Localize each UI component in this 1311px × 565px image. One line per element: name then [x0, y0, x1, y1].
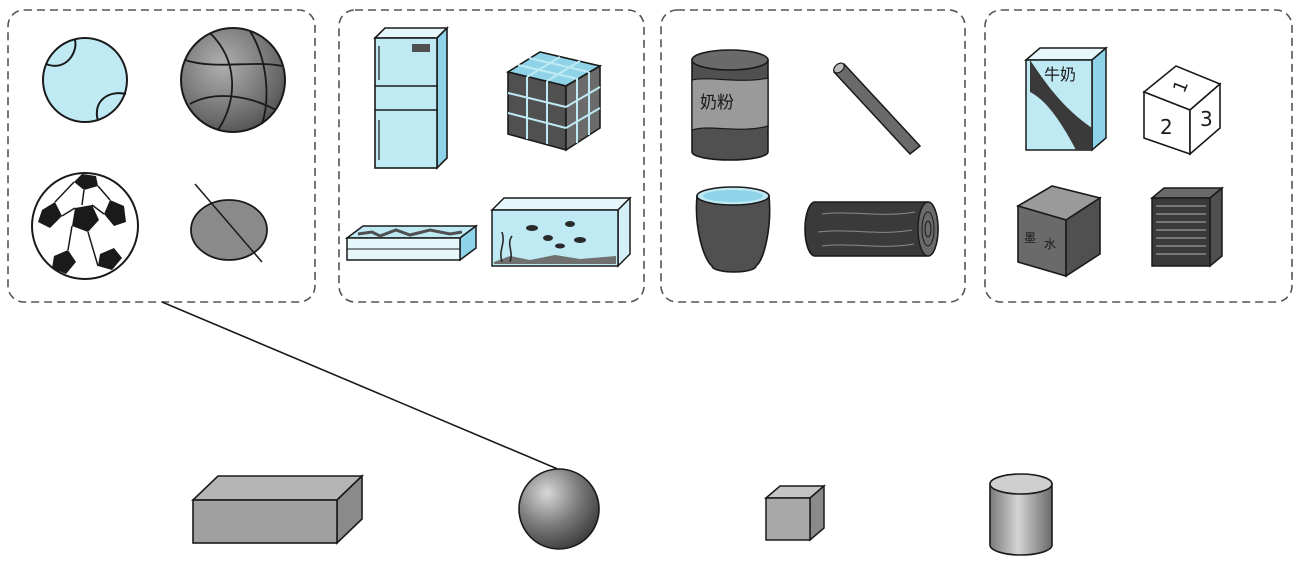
- ink-box: 墨 水: [1015, 185, 1102, 278]
- ink-label-right: 水: [1044, 237, 1056, 251]
- chalk-stick: [832, 62, 922, 156]
- milk-powder-can: 奶粉: [691, 49, 769, 161]
- fish-tank: [490, 196, 632, 268]
- group-frame-2: [338, 9, 645, 303]
- milk-carton: 牛奶: [1023, 46, 1109, 152]
- rubiks-cube: [505, 51, 603, 152]
- dice-face-side: 3: [1200, 107, 1213, 131]
- ink-label-left: 墨: [1024, 231, 1036, 245]
- shape-rectangular-prism: [191, 474, 364, 545]
- group-frames: [7, 9, 1293, 303]
- group-frame-4: [984, 9, 1293, 303]
- number-dice: 1 2 3: [1142, 65, 1222, 156]
- milk-powder-label: 奶粉: [700, 93, 734, 113]
- tennis-ball: [42, 37, 128, 123]
- shape-sphere: [518, 468, 600, 550]
- dice-face-front: 2: [1160, 115, 1173, 139]
- wooden-log: [804, 201, 939, 257]
- soccer-ball: [31, 172, 139, 280]
- milk-carton-label: 牛奶: [1044, 65, 1076, 84]
- group-frame-3: [660, 9, 966, 303]
- refrigerator: [373, 26, 449, 170]
- ellipsoid-stone: [190, 183, 268, 263]
- water-bucket: [695, 186, 771, 273]
- storage-crate: [1149, 186, 1225, 268]
- basketball: [180, 27, 286, 133]
- connection-line: [161, 301, 561, 471]
- shape-cube: [763, 484, 827, 542]
- flat-tray: [344, 224, 479, 262]
- shape-cylinder: [989, 473, 1053, 556]
- group-frame-1: [7, 9, 316, 303]
